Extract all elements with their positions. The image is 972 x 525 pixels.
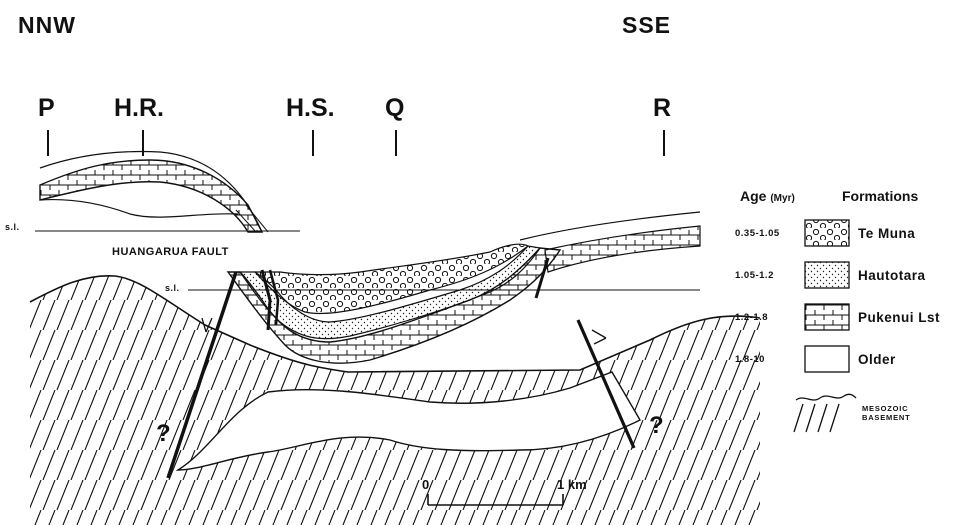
station-label-p: P [38,96,55,121]
legend-basement-label: MESOZOIC BASEMENT [862,404,911,423]
orientation-left-label: NNW [18,14,76,37]
sea-level-label-lower: s.l. [165,284,180,293]
legend-basement-line2: BASEMENT [862,413,911,422]
legend-name-te-muna: Te Muna [858,227,915,241]
swatch-hautotara [805,262,849,288]
legend-age-pukenui: 1.2-1.8 [735,313,768,323]
sea-level-label-upper: s.l. [5,223,20,232]
legend-basement-line1: MESOZOIC [862,404,911,413]
uncertain-left-mark: ? [156,422,171,446]
station-label-q: Q [385,96,404,121]
swatch-basement [794,394,856,432]
legend-formations-header: Formations [842,189,918,203]
legend-age-unit: (Myr) [770,193,794,204]
swatch-older [805,346,849,372]
scale-bar-start: 0 [422,478,429,491]
station-label-hs: H.S. [286,96,335,121]
fault-name-label: HUANGARUA FAULT [112,247,229,258]
uncertain-right-mark: ? [649,414,664,438]
station-label-r: R [653,96,671,121]
legend-age-te-muna: 0.35-1.05 [735,229,780,239]
right-limb-limestone [545,226,700,272]
eroded-anticline [40,152,268,232]
legend-swatches [794,220,856,432]
legend-age-header: Age (Myr) [740,189,795,204]
scale-bar-end: 1 km [557,478,587,491]
legend-age-hautotara: 1.05-1.2 [735,271,774,281]
station-label-hr: H.R. [114,96,164,121]
legend-age-older: 1.8-10 [735,355,765,365]
legend-name-hautotara: Hautotara [858,269,926,283]
legend-name-pukenui: Pukenui Lst [858,311,940,325]
legend-name-older: Older [858,353,896,367]
swatch-te-muna [805,220,849,246]
orientation-right-label: SSE [622,14,671,37]
legend-age-word: Age [740,188,766,204]
swatch-pukenui [805,304,849,330]
